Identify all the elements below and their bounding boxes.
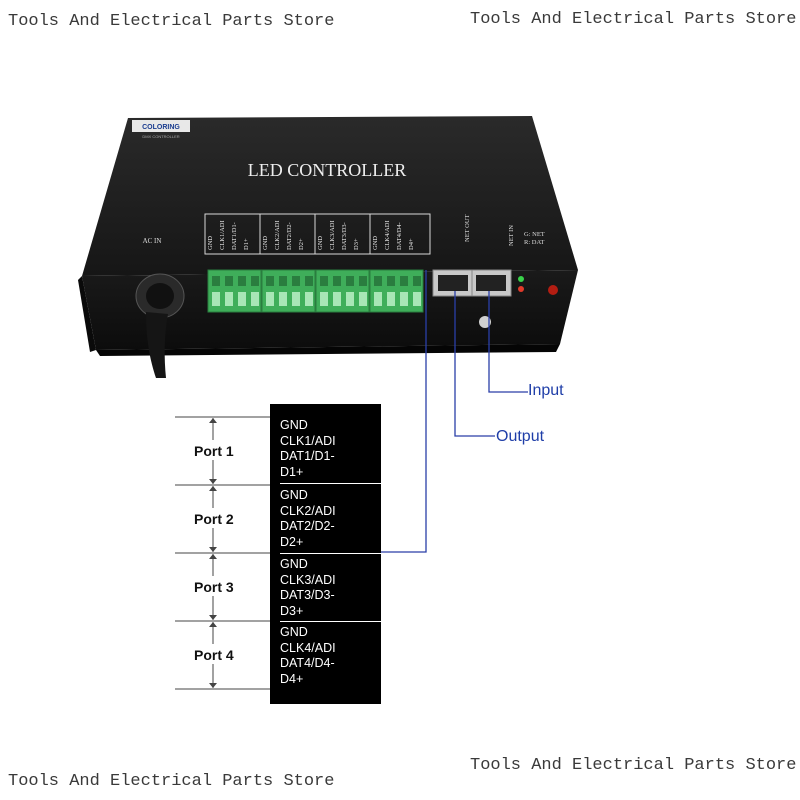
net-in-label: NET IN xyxy=(508,225,515,246)
pin-label: DAT3/D3- xyxy=(280,588,335,602)
terminal-label: DAT2/D2- xyxy=(286,222,293,250)
watermark-top-left: Tools And Electrical Parts Store xyxy=(8,12,335,31)
port-4-label: Port 4 xyxy=(194,647,234,663)
pin-label: DAT2/D2- xyxy=(280,519,335,533)
badge-sub-text: DMX CONTROLLER xyxy=(142,134,179,139)
device-top-face xyxy=(82,116,578,276)
rear-indicator xyxy=(548,285,558,295)
watermark-bottom-left: Tools And Electrical Parts Store xyxy=(8,772,335,791)
terminal-label: D2+ xyxy=(298,238,305,250)
ac-in-label: AC IN xyxy=(143,237,162,245)
terminal-label: DAT4/D4- xyxy=(396,222,403,250)
pin-label: CLK4/ADI xyxy=(280,640,336,655)
pin-label: GND xyxy=(280,418,308,432)
port-2-label: Port 2 xyxy=(194,511,234,527)
terminal-label: CLK2/ADI xyxy=(274,220,281,250)
terminal-label: D4+ xyxy=(408,238,415,250)
watermark-top-right: Tools And Electrical Parts Store xyxy=(470,10,797,29)
pin-label: DAT4/D4- xyxy=(280,656,335,670)
terminal-blocks xyxy=(207,269,424,313)
pin-label: CLK2/ADI xyxy=(280,503,336,518)
terminal-label: D3+ xyxy=(353,238,360,250)
pin-label: D3+ xyxy=(280,603,304,618)
terminal-label: CLK3/ADI xyxy=(329,220,336,250)
port-divider xyxy=(280,483,381,484)
output-callout: Output xyxy=(496,428,545,445)
input-callout: Input xyxy=(528,382,564,399)
port-divider xyxy=(280,621,381,622)
terminal-label: DAT1/D1- xyxy=(231,222,238,250)
led-legend-dat: R: DAT xyxy=(524,239,544,246)
terminal-label: CLK4/ADI xyxy=(384,220,391,250)
pin-label: D4+ xyxy=(280,671,304,686)
pin-label: CLK1/ADI xyxy=(280,433,336,448)
pin-label: GND xyxy=(280,557,308,571)
net-led xyxy=(518,276,524,282)
port-guide-arrows xyxy=(209,418,217,688)
terminal-label: GND xyxy=(262,236,269,250)
terminal-label: GND xyxy=(372,236,379,250)
rj45-ports xyxy=(432,269,512,297)
led-legend-net: G: NET xyxy=(524,231,545,238)
port-4-pins: GND CLK4/ADI DAT4/D4- D4+ xyxy=(280,625,381,687)
watermark-bottom-right: Tools And Electrical Parts Store xyxy=(470,756,797,775)
port-pinout-box: GND CLK1/ADI DAT1/D1- D1+ GND CLK2/ADI D… xyxy=(270,404,381,704)
pin-label: GND xyxy=(280,488,308,502)
port-divider xyxy=(280,553,381,554)
pin-label: D2+ xyxy=(280,534,304,549)
terminal-label: GND xyxy=(317,236,324,250)
device-title: LED CONTROLLER xyxy=(248,160,406,180)
callout-lines xyxy=(381,270,528,553)
terminal-label: CLK1/ADI xyxy=(219,220,226,250)
dat-led xyxy=(518,286,524,292)
port-3-pins: GND CLK3/ADI DAT3/D3- D3+ xyxy=(280,557,381,619)
port-3-label: Port 3 xyxy=(194,579,234,595)
badge-brand-text: COLORING xyxy=(142,124,180,131)
terminal-labels: GND CLK1/ADI DAT1/D1- D1+ GND CLK2/ADI D… xyxy=(207,220,415,250)
pin-label: CLK3/ADI xyxy=(280,572,336,587)
pin-label: DAT1/D1- xyxy=(280,449,335,463)
ac-cable xyxy=(135,273,185,378)
pin-label: GND xyxy=(280,625,308,639)
port-2-pins: GND CLK2/ADI DAT2/D2- D2+ xyxy=(280,488,381,550)
terminal-label: GND xyxy=(207,236,214,250)
brand-badge xyxy=(132,120,190,132)
net-out-label: NET OUT xyxy=(464,214,471,242)
terminal-label: D1+ xyxy=(243,238,250,250)
pin-label: D1+ xyxy=(280,464,304,479)
reset-button xyxy=(479,316,491,328)
terminal-label: DAT3/D3- xyxy=(341,222,348,250)
port-1-pins: GND CLK1/ADI DAT1/D1- D1+ xyxy=(280,418,381,480)
port-1-label: Port 1 xyxy=(194,443,234,459)
